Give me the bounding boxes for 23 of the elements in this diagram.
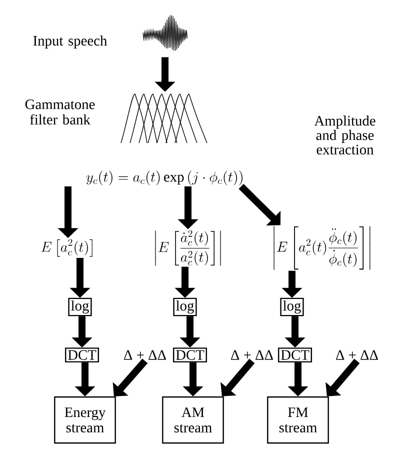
- expectation-formula: $E\left[a_c^2(t)\right]$: [41, 239, 92, 257]
- node-caption: Gammatone filter bank: [25, 100, 95, 124]
- process-box: DCT: [173, 348, 207, 362]
- process-box: log: [280, 298, 304, 316]
- waveform-drawing: [142, 14, 188, 51]
- process-box: DCT: [278, 348, 312, 362]
- node-caption: Input speech: [33, 35, 107, 49]
- expectation-formula: $\left|E\left[\frac{\dot{a}_c^2(t)}{a_c^2(t)}\right]\right|$: [155, 230, 221, 266]
- delta-label: Δ + ΔΔ: [336, 350, 378, 360]
- process-box: log: [173, 298, 197, 316]
- equation: $y_c(t) = a_c(t)\exp\left(j\cdot\phi_c(t)\right)$: [86, 170, 242, 186]
- arrow: [326, 358, 360, 396]
- output-box: FM stream: [267, 396, 329, 444]
- output-box: AM stream: [162, 396, 224, 444]
- delta-label: Δ + ΔΔ: [124, 350, 166, 360]
- expectation-formula: $\left|E\left[a_c^2(t)\frac{\ddot{\phi}_c(t)}{\dot{\phi}_c(t)}\right]\right|$: [274, 226, 370, 270]
- process-box: DCT: [65, 348, 99, 362]
- process-box: log: [68, 298, 92, 316]
- text-label: Amplitude and phase extraction: [314, 116, 376, 154]
- arrow: [220, 358, 255, 396]
- delta-label: Δ + ΔΔ: [231, 350, 273, 360]
- filter-bank-drawing: [120, 94, 208, 144]
- output-box: Energy stream: [54, 396, 116, 444]
